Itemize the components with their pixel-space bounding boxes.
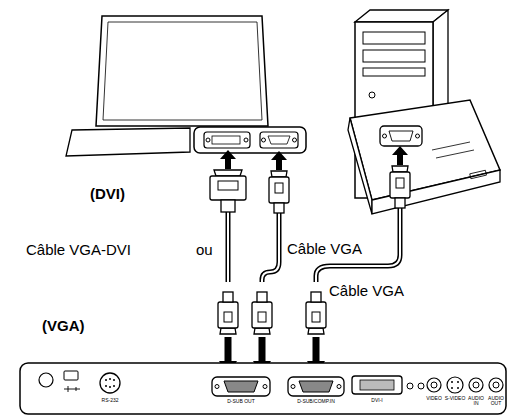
cable-label: Câble VGA — [287, 241, 362, 258]
cables — [228, 207, 400, 282]
conjunction-label: ou — [196, 242, 213, 259]
cable-label: Câble VGA — [329, 283, 404, 300]
port-label: D-SUB/COMP.IN — [288, 399, 344, 404]
monitor — [66, 16, 306, 156]
connector-type: (DVI) — [90, 186, 125, 203]
port-label: AUDIO IN — [467, 396, 486, 407]
port-label: S-VIDEO — [445, 396, 466, 401]
projector-panel — [20, 363, 506, 414]
connector-type: (VGA) — [42, 318, 85, 335]
vga-plug — [306, 292, 326, 334]
arrow — [220, 150, 236, 169]
vga-plug — [252, 292, 272, 334]
cable-label: Câble VGA-DVI — [26, 242, 131, 259]
vga-plug — [218, 292, 238, 334]
arrow — [271, 151, 287, 170]
port-label: RS-232 — [93, 398, 127, 403]
laptop — [348, 100, 500, 214]
port-label: VIDEO — [424, 396, 445, 401]
dvi-plug — [210, 170, 246, 212]
port-label: D-SUB OUT — [216, 399, 266, 404]
port-label: DVI-I — [362, 398, 392, 403]
arrow — [392, 146, 408, 165]
vga-plug — [269, 171, 289, 213]
port-label: AUDIO OUT — [487, 396, 506, 407]
vga-plug — [390, 166, 410, 208]
